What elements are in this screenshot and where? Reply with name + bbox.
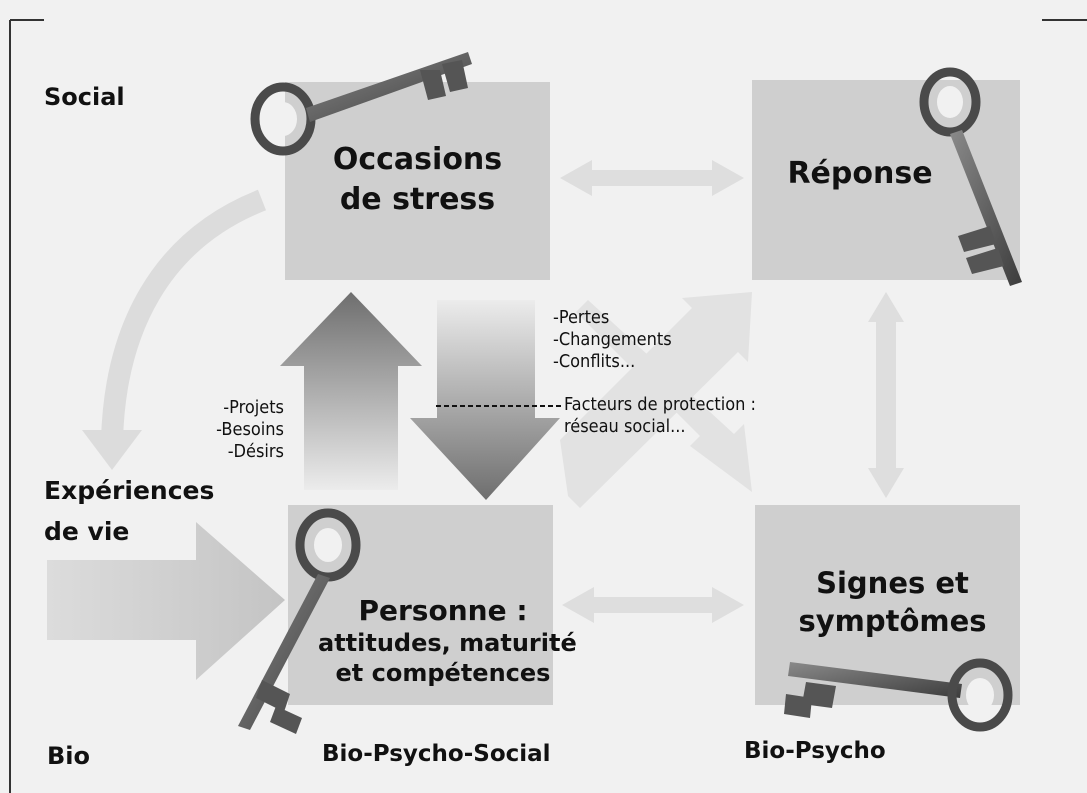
box-personne-line2: attitudes, maturité (318, 629, 577, 657)
box-signes-title: Signes et symptômes (770, 564, 1015, 640)
box-reponse-line1: Réponse (787, 156, 933, 191)
key-icon-reponse (919, 67, 1022, 286)
needs-list: -Projets -Besoins -Désirs (180, 397, 284, 463)
double-arrow-bottom (562, 587, 744, 623)
stressors-list: -Pertes -Changements -Conflits... (553, 307, 672, 373)
diagonal-arrow-b (576, 300, 752, 492)
box-stress-title: Occasions de stress (285, 140, 550, 220)
box-signes-line2: symptômes (798, 604, 987, 638)
needs-item-1: -Besoins (216, 419, 284, 440)
protection-line2: réseau social... (564, 416, 686, 437)
arrow-experiences (47, 522, 285, 680)
curved-arrow (101, 189, 267, 441)
box-personne-line3: et compétences (335, 659, 551, 687)
frame-corner-left (9, 19, 44, 793)
arrow-up (280, 292, 422, 490)
box-signes-line1: Signes et (816, 566, 969, 600)
double-arrow-top (560, 160, 744, 196)
box-reponse-title: Réponse (760, 154, 960, 194)
protection-line1: Facteurs de protection : (564, 394, 756, 415)
key-icon-signes (784, 658, 1013, 732)
stressors-item-2: -Conflits... (553, 351, 636, 372)
needs-item-0: -Projets (223, 397, 284, 418)
box-personne-title: Personne : attitudes, maturité et compét… (318, 594, 577, 688)
box-stress-line1: Occasions (332, 142, 503, 177)
needs-item-2: -Désirs (227, 441, 284, 462)
protection-text: Facteurs de protection : réseau social..… (564, 394, 756, 438)
box-personne-line1: Personne : (358, 594, 528, 627)
key-icon-stress (250, 52, 472, 156)
label-experiences-line1: Expériences (44, 476, 215, 505)
label-bio: Bio (47, 742, 91, 770)
label-experiences-line2: de vie (44, 517, 130, 546)
label-social: Social (44, 83, 125, 111)
arrow-down (410, 300, 560, 500)
label-bio-psycho: Bio-Psycho (744, 738, 886, 764)
key-icon-personne (238, 508, 361, 734)
double-arrow-right (868, 292, 904, 498)
box-stress-line2: de stress (339, 182, 496, 217)
stressors-item-0: -Pertes (553, 307, 610, 328)
diagonal-arrow-a (560, 292, 752, 508)
label-bio-psycho-social: Bio-Psycho-Social (322, 741, 551, 767)
curved-arrow-head (82, 430, 142, 470)
stressors-item-1: -Changements (553, 329, 672, 350)
